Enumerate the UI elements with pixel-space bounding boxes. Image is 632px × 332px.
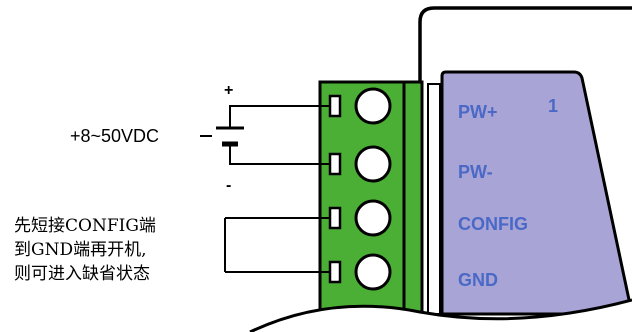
- voltage-label: +8~50VDC: [70, 126, 159, 146]
- screw-head-pw-minus: [354, 145, 392, 183]
- screw-terminals: [328, 87, 392, 291]
- cutaway-edge-line: [249, 298, 632, 332]
- pin-label-pw-minus: PW-: [458, 162, 493, 182]
- screw-head-pw-plus: [354, 87, 392, 125]
- wire-slot-pw-minus: [328, 152, 342, 176]
- device-housing: [418, 6, 632, 88]
- note-line-1: 先短接CONFIG端: [14, 216, 156, 236]
- wire-slot-gnd: [328, 260, 342, 284]
- note-line-2: 到GND端再开机,: [14, 240, 147, 260]
- wire-slot-config: [328, 206, 342, 230]
- terminal-block-side: [402, 80, 424, 314]
- plus-sign: +: [224, 82, 233, 99]
- screw-head-gnd: [354, 253, 392, 291]
- screw-head-config: [354, 199, 392, 237]
- wire-pw-plus: [229, 105, 330, 128]
- label-panel-rim: [427, 83, 441, 315]
- label-panel: [440, 70, 632, 316]
- pin-number-label: 1: [548, 96, 558, 116]
- pin-label-gnd: GND: [458, 270, 498, 290]
- wire-pw-minus: [229, 144, 330, 165]
- pin-label-config: CONFIG: [458, 214, 528, 234]
- pin-label-pw-plus: PW+: [458, 102, 498, 122]
- note-line-3: 则可进入缺省状态: [14, 264, 150, 284]
- wires: [224, 105, 330, 273]
- wire-slot-pw-plus: [328, 94, 342, 118]
- minus-sign: -: [226, 177, 231, 194]
